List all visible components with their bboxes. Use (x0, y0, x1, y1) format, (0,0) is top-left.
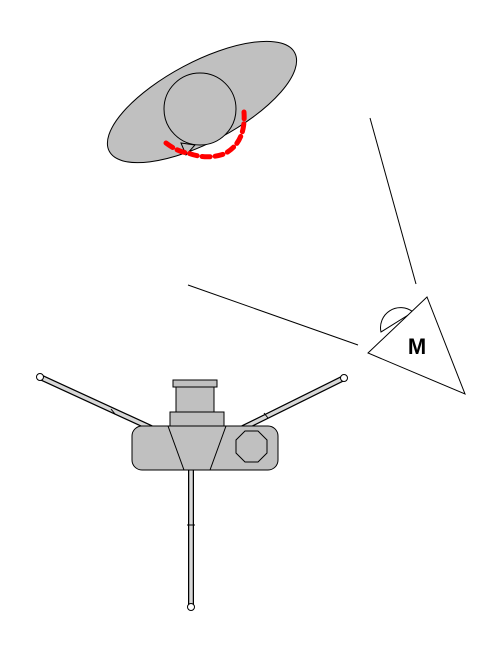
sightline-to-microphone (369, 117, 417, 285)
head-turn-arc (163, 109, 247, 160)
microphone-label: M (408, 334, 426, 359)
tripod-leg-bottom (187, 457, 195, 611)
person-top-view-icon (106, 40, 298, 164)
tripod-leg-left (36, 373, 154, 431)
camera-on-tripod-icon (36, 373, 348, 611)
microphone-icon: M (367, 296, 466, 395)
camera-lens-base (169, 411, 225, 427)
camera-viewfinder-octagon (235, 430, 268, 463)
microphone-capsule (380, 307, 414, 333)
sightline-to-camera (187, 284, 359, 346)
tripod-leg-right (240, 374, 348, 431)
camera-lens-hood (172, 379, 218, 388)
microphone-triangle (367, 296, 466, 395)
person-head (163, 72, 237, 146)
camera-lens-barrel (175, 386, 215, 413)
person-nose (180, 142, 196, 156)
